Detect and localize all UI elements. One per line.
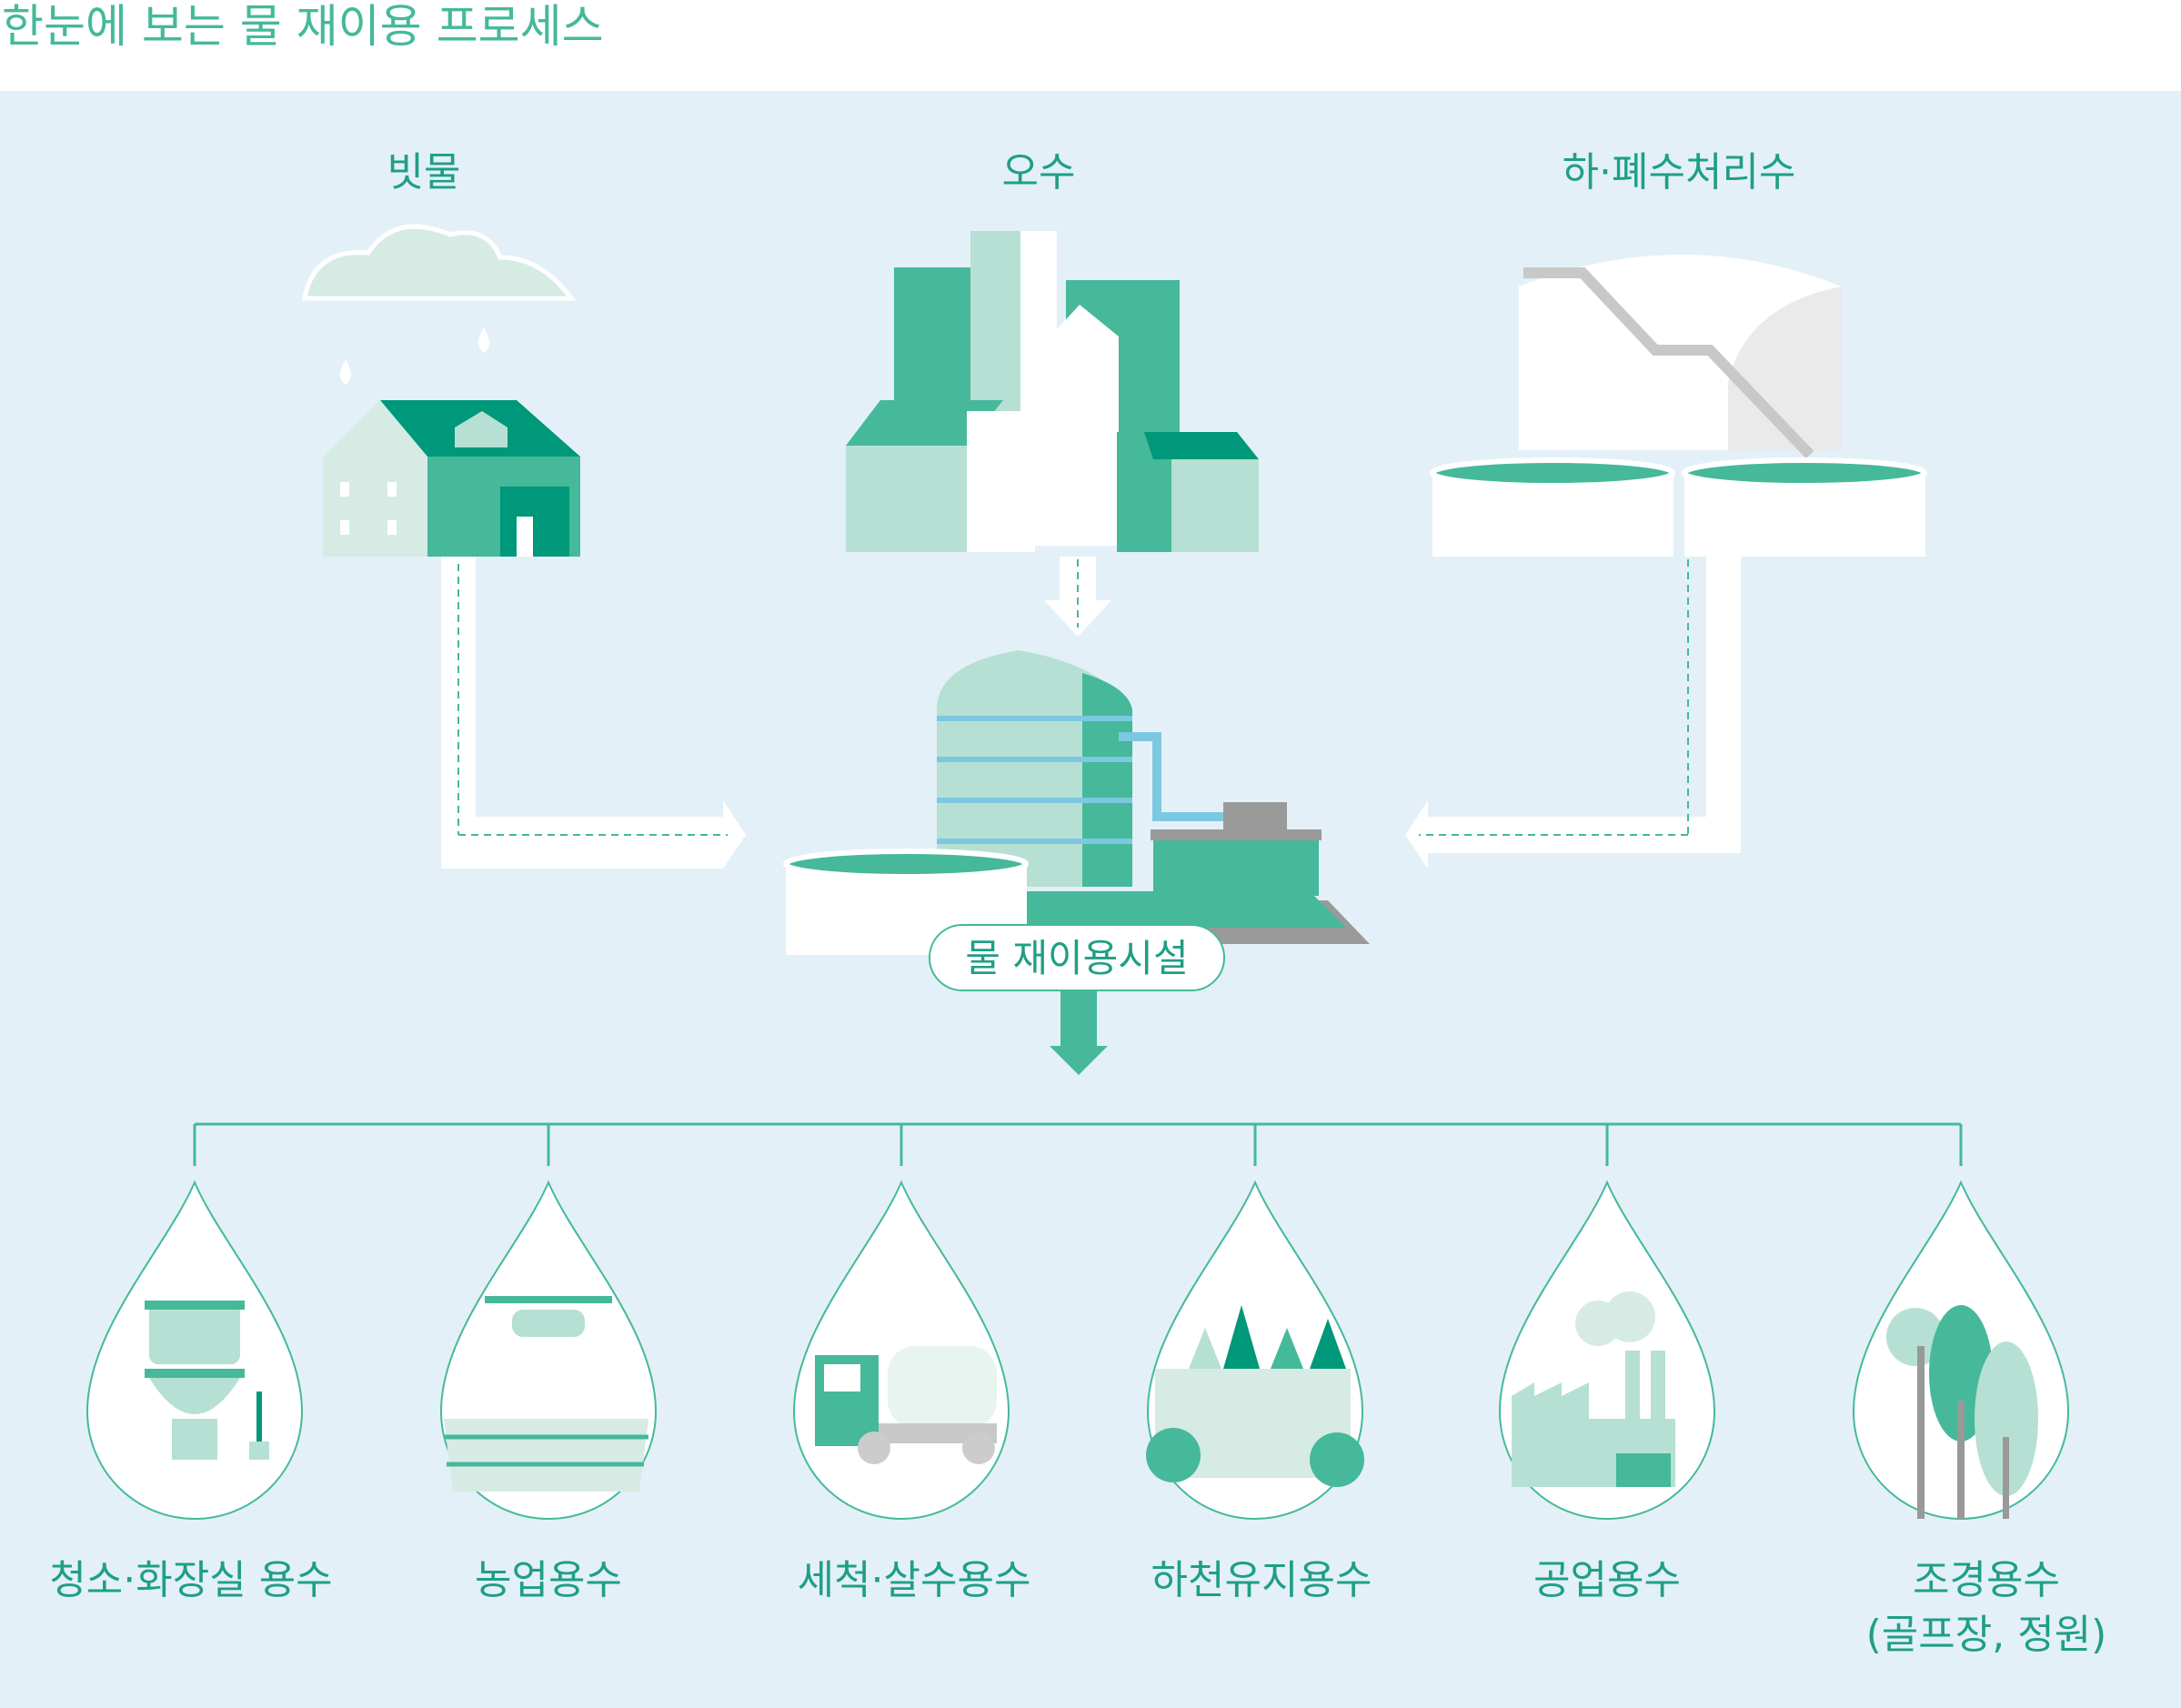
city-buildings-icon [846, 231, 1259, 552]
factory-icon [1512, 1291, 1675, 1487]
toilet-icon [145, 1301, 269, 1460]
flow-arrow-sewage [1044, 557, 1111, 637]
use-drop-river [1146, 1180, 1364, 1520]
use-label-agriculture: 농업용수 [475, 1557, 622, 1603]
source-label-sewage: 오수 [1002, 149, 1076, 196]
source-label-rainwater: 빗물 [387, 149, 461, 196]
facility-label-pill: 물 재이용시설 [929, 924, 1225, 991]
down-arrow [1050, 990, 1108, 1075]
river-icon [1146, 1305, 1364, 1487]
page-title: 한눈에 보는 물 재이용 프로세스 [2, 0, 604, 53]
trees-icon [1886, 1305, 2038, 1519]
use-label-industrial: 공업용수 [1533, 1557, 1681, 1603]
house-rain-icon [302, 224, 580, 557]
use-drop-factory [1498, 1180, 1716, 1520]
use-drop-trees [1852, 1180, 2070, 1520]
use-label-cleaning-toilet: 청소·화장실 용수 [49, 1557, 332, 1603]
water-truck-icon [815, 1346, 997, 1464]
agriculture-sprinkler-icon [444, 1296, 648, 1492]
treatment-plant-icon [1430, 255, 1927, 557]
water-reuse-facility-icon [783, 650, 1370, 955]
use-label-landscaping-detail: (골프장, 정원) [1866, 1612, 2107, 1658]
use-label-washing-sprinkling: 세척·살수용수 [798, 1557, 1031, 1603]
use-label-landscaping: 조경용수 [1913, 1557, 2060, 1603]
use-drop-agriculture-sprinkler [439, 1180, 658, 1520]
use-drop-water-truck [792, 1180, 1010, 1520]
use-drop-toilet [85, 1180, 304, 1520]
use-label-river-maintenance: 하천유지용수 [1151, 1557, 1372, 1603]
distribution-lines [193, 1122, 1963, 1166]
facility-label: 물 재이용시설 [965, 936, 1188, 980]
flow-arrow-rainwater [441, 557, 850, 869]
flow-arrow-treated-wastewater [1405, 557, 1741, 869]
source-label-treated-wastewater: 하·폐수처리수 [1563, 149, 1796, 196]
